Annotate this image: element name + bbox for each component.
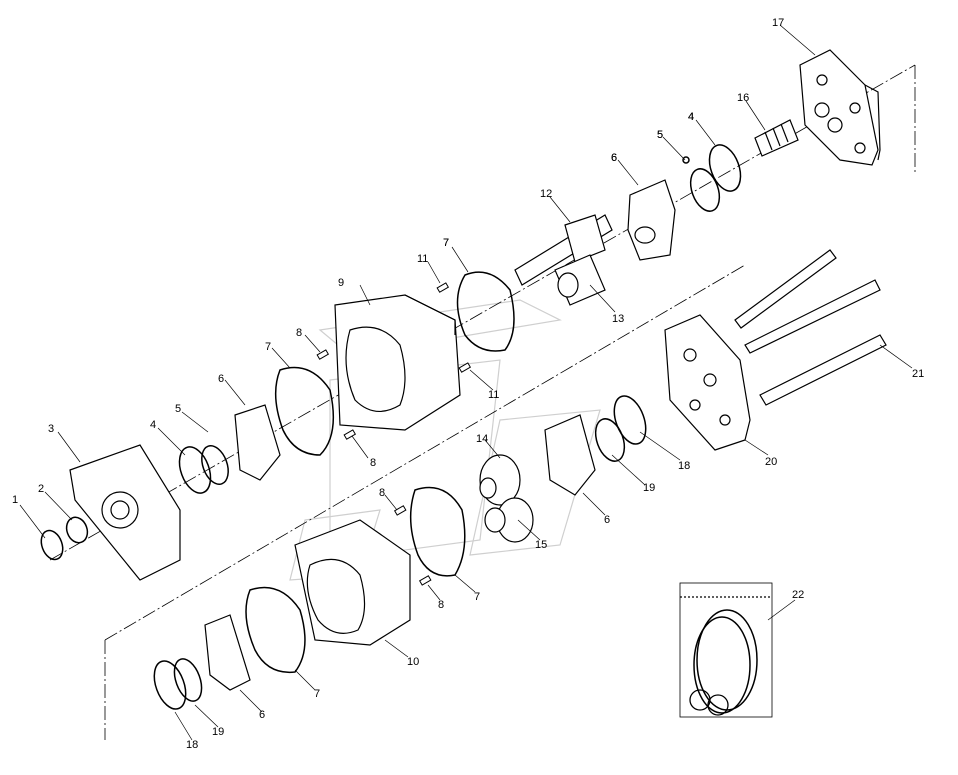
leader-lines — [19, 24, 913, 741]
callout-label: 8 — [370, 457, 376, 469]
callout-label: 7 — [265, 341, 271, 353]
callout-label: 7 — [314, 688, 320, 700]
callout-label: 7 — [443, 237, 449, 249]
callout-label: 6 — [604, 514, 610, 526]
callout-label: 18 — [678, 460, 690, 472]
pump-body-upper — [334, 294, 461, 431]
callout-label: 6 — [611, 152, 617, 164]
shaft-part — [754, 119, 799, 157]
callout-label: 6 — [611, 152, 617, 164]
bearing-block-upper — [627, 179, 676, 261]
callout-label: 8 — [296, 327, 302, 339]
callout-label: 22 — [792, 589, 804, 601]
flange-plate-part — [664, 314, 751, 451]
callout-label: 6 — [259, 709, 265, 721]
callout-label: 9 — [338, 277, 344, 289]
bearing-blocks-mid — [204, 404, 596, 691]
callout-label: 4 — [150, 419, 156, 431]
bolts-part — [734, 249, 887, 406]
callout-label: 8 — [438, 599, 444, 611]
callout-label: 5 — [175, 403, 181, 415]
callout-label: 1 — [12, 494, 18, 506]
callout-label: 11 — [488, 389, 499, 401]
seal-kit-bag — [679, 582, 773, 718]
callout-label: 17 — [772, 17, 784, 29]
callout-label: 19 — [643, 482, 655, 494]
callout-label: 19 — [212, 726, 224, 738]
callout-label: 16 — [737, 92, 749, 104]
callout-label: 7 — [443, 237, 449, 249]
callout-label: 5 — [657, 129, 663, 141]
callout-label: 20 — [765, 456, 777, 468]
retaining-rings-lower — [153, 395, 647, 710]
callout-label: 15 — [535, 539, 547, 551]
callout-label: 13 — [612, 313, 624, 325]
center-axes — [49, 64, 916, 740]
callout-label: 6 — [218, 373, 224, 385]
callout-label: 4 — [688, 111, 694, 123]
end-cover-part — [799, 49, 881, 166]
gears-part — [479, 454, 534, 543]
gear-shaft-part — [514, 214, 613, 306]
callout-label: 10 — [407, 656, 419, 668]
callout-label: 5 — [657, 129, 663, 141]
seal-part — [40, 516, 89, 561]
callout-label: 7 — [474, 591, 480, 603]
callout-label: 8 — [379, 487, 385, 499]
pump-body-lower — [294, 519, 411, 646]
callout-labels: 1 2 3 4 5 6 7 8 8 7 6 5 4 9 11 7 11 12 6… — [12, 17, 924, 751]
callout-label: 3 — [48, 423, 54, 435]
callout-label: 4 — [688, 111, 694, 123]
retaining-rings-upper — [682, 144, 742, 212]
callout-label: 18 — [186, 739, 198, 751]
front-flange-part — [69, 444, 181, 581]
callout-label: 14 — [476, 433, 488, 445]
callout-label: 11 — [417, 253, 428, 265]
callout-label: 12 — [540, 188, 552, 200]
dowel-pins — [316, 282, 472, 586]
callout-label: 21 — [912, 368, 924, 380]
callout-label: 2 — [38, 483, 44, 495]
